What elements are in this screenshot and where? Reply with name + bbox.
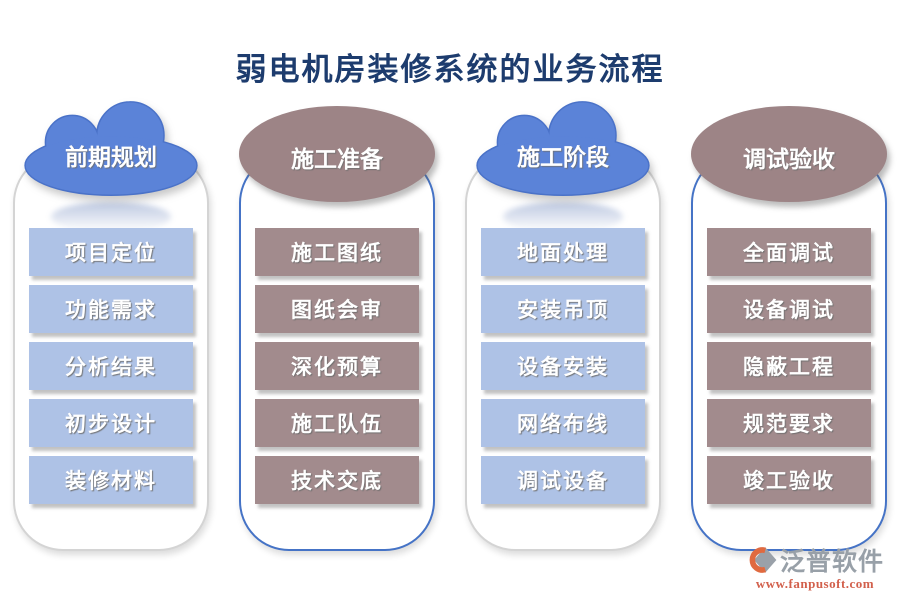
brand-logo: 泛普软件 www.fanpusoft.com: [746, 542, 884, 592]
column-header-label: 调试验收: [743, 147, 835, 172]
process-step: 地面处理: [481, 228, 645, 276]
flow-columns: 前期规划 项目定位 功能需求 分析结果 初步设计 装修材料 施工准备 施工图纸 …: [0, 98, 900, 560]
column-header-label: 施工阶段: [517, 145, 609, 170]
column-header-cloud: 施工阶段: [471, 98, 655, 200]
brand-name: 泛普软件: [779, 548, 884, 576]
process-step: 项目定位: [29, 228, 193, 276]
process-step: 深化预算: [255, 342, 419, 390]
column-early-planning: 前期规划 项目定位 功能需求 分析结果 初步设计 装修材料: [11, 98, 211, 560]
column-header-ellipse: 调试验收: [691, 106, 887, 202]
column-testing-acceptance: 调试验收 全面调试 设备调试 隐蔽工程 规范要求 竣工验收: [689, 98, 889, 560]
process-step: 施工队伍: [255, 399, 419, 447]
fanpu-diamond-swoosh-icon: [749, 547, 777, 573]
process-step: 调试设备: [481, 456, 645, 504]
process-step: 全面调试: [707, 228, 871, 276]
process-step: 竣工验收: [707, 456, 871, 504]
step-list: 全面调试 设备调试 隐蔽工程 规范要求 竣工验收: [707, 228, 871, 513]
brand-url: www.fanpusoft.com: [755, 576, 875, 591]
step-list: 地面处理 安装吊顶 设备安装 网络布线 调试设备: [481, 228, 645, 513]
process-step: 隐蔽工程: [707, 342, 871, 390]
column-construction-phase: 施工阶段 地面处理 安装吊顶 设备安装 网络布线 调试设备: [463, 98, 663, 560]
process-step: 图纸会审: [255, 285, 419, 333]
column-header-label: 前期规划: [65, 145, 157, 170]
process-step: 分析结果: [29, 342, 193, 390]
process-step: 安装吊顶: [481, 285, 645, 333]
process-step: 规范要求: [707, 399, 871, 447]
cloud-icon: [24, 101, 198, 196]
process-step: 装修材料: [29, 456, 193, 504]
process-step: 施工图纸: [255, 228, 419, 276]
cloud-icon: [476, 101, 650, 196]
process-step: 网络布线: [481, 399, 645, 447]
step-list: 项目定位 功能需求 分析结果 初步设计 装修材料: [29, 228, 193, 513]
column-header-label: 施工准备: [291, 147, 383, 172]
step-list: 施工图纸 图纸会审 深化预算 施工队伍 技术交底: [255, 228, 419, 513]
process-step: 设备调试: [707, 285, 871, 333]
process-step: 功能需求: [29, 285, 193, 333]
brand-row: 泛普软件: [746, 542, 884, 578]
process-step: 技术交底: [255, 456, 419, 504]
column-construction-prep: 施工准备 施工图纸 图纸会审 深化预算 施工队伍 技术交底: [237, 98, 437, 560]
column-header-ellipse: 施工准备: [239, 106, 435, 202]
page-title: 弱电机房装修系统的业务流程: [235, 52, 665, 87]
process-step: 设备安装: [481, 342, 645, 390]
process-step: 初步设计: [29, 399, 193, 447]
column-header-cloud: 前期规划: [19, 98, 203, 200]
